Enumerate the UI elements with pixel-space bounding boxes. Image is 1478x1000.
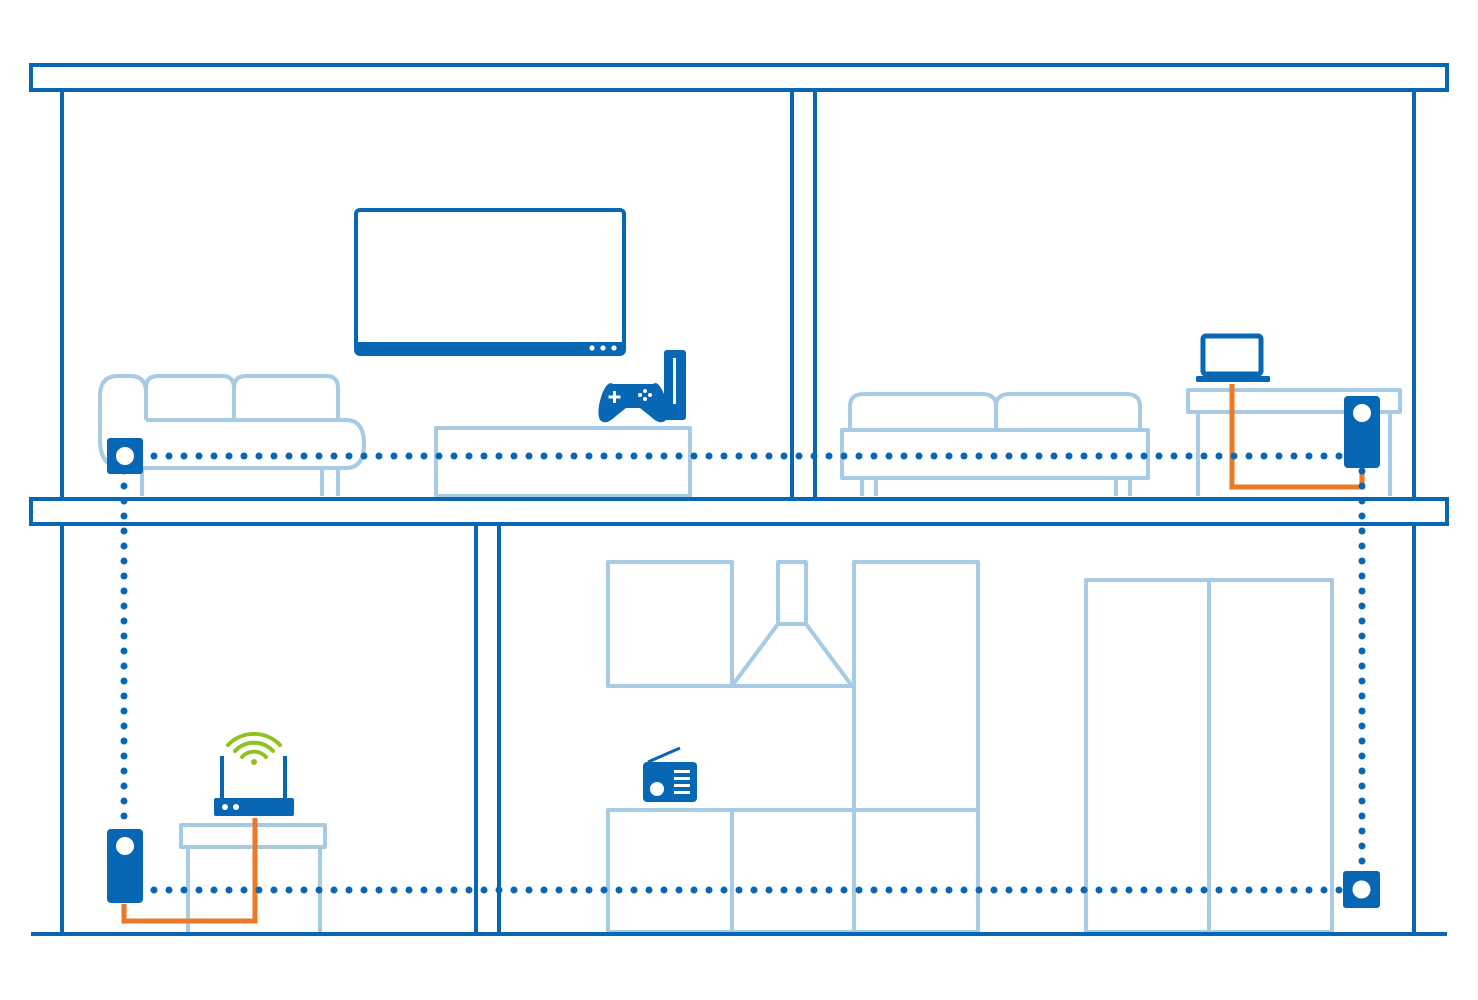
game-console-icon xyxy=(598,350,686,423)
lower-partition xyxy=(474,524,501,934)
tv-stand xyxy=(434,426,692,498)
powerline-adapter-hall xyxy=(107,829,143,903)
wall-cabinet xyxy=(606,560,734,688)
wifi-icon xyxy=(226,731,282,765)
desk xyxy=(1186,388,1402,496)
cable-router-to-adapter xyxy=(121,818,258,924)
base-cabinets xyxy=(606,808,980,934)
roof-slab xyxy=(29,63,1449,92)
powerline-adapter-kitchen xyxy=(1343,871,1380,908)
router-icon xyxy=(214,756,294,816)
furniture-layer xyxy=(98,374,1402,934)
powerline-connections xyxy=(120,452,1366,894)
upper-partition xyxy=(790,90,817,499)
cable-laptop-to-adapter xyxy=(1229,384,1365,490)
fridge xyxy=(1084,578,1334,934)
floor-slab xyxy=(29,497,1449,526)
powerline-adapter-bedroom xyxy=(1344,396,1380,468)
ethernet-cables xyxy=(121,384,1365,924)
range-hood xyxy=(730,560,854,688)
tv xyxy=(354,208,626,356)
radio-icon xyxy=(643,746,697,802)
kitchen-cabinets xyxy=(606,560,1334,934)
house-structure xyxy=(29,63,1449,936)
sofa xyxy=(98,374,366,496)
powerline-adapter-living-room xyxy=(107,438,143,474)
tall-cabinet xyxy=(852,560,980,934)
bed xyxy=(840,392,1150,496)
laptop-icon xyxy=(1196,333,1270,382)
